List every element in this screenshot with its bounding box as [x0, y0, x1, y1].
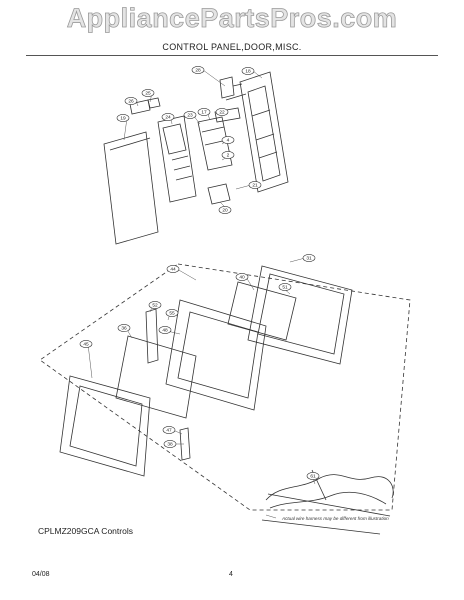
door-frame-part — [225, 71, 289, 193]
callout-22: 22 — [215, 108, 229, 116]
callout-label: 28 — [195, 68, 201, 74]
control-cover-part — [103, 131, 159, 245]
outer-door-part — [59, 375, 151, 477]
callout-47: 47 — [162, 426, 176, 434]
watermark-logo: AppliancePartsPros.com — [66, 3, 398, 34]
callout-label: 44 — [170, 267, 176, 273]
callout-24: 24 — [161, 113, 175, 121]
callout-label: 52 — [152, 303, 158, 309]
latch-part — [207, 183, 231, 205]
callout-38: 38 — [163, 440, 177, 448]
callout-4: 4 — [221, 136, 235, 144]
callout-52: 52 — [148, 301, 162, 309]
callout-label: 55 — [169, 311, 175, 317]
callout-48: 48 — [158, 326, 172, 334]
harness-note: Actual wire harness may be different fro… — [281, 516, 389, 521]
model-caption: CPLMZ209GCA Controls — [38, 526, 133, 536]
assembly-envelope — [39, 263, 411, 511]
door-screen-part — [227, 281, 297, 341]
callout-label: 22 — [219, 110, 225, 116]
header-rule — [26, 55, 438, 56]
callout-23: 23 — [183, 111, 197, 119]
callout-51: 51 — [278, 283, 292, 291]
callout-label: 18 — [245, 69, 251, 75]
callout-21: 21 — [248, 181, 262, 189]
callout-label: 40 — [239, 275, 245, 281]
callout-20: 20 — [218, 206, 232, 214]
keypad-panel-part — [157, 115, 197, 203]
callout-label: 25 — [145, 91, 151, 97]
hinge-part — [179, 427, 191, 461]
control-board-part — [197, 107, 241, 171]
trim-part — [129, 99, 151, 115]
callout-label: 38 — [167, 442, 173, 448]
door-panel-part — [165, 299, 267, 411]
callout-label: 48 — [162, 328, 168, 334]
harness-cable — [261, 519, 381, 535]
door-choke-part — [247, 265, 353, 365]
callout-2: 2 — [221, 151, 235, 159]
callout-55: 55 — [165, 309, 179, 317]
callout-label: 31 — [306, 256, 312, 262]
callout-26: 26 — [124, 97, 138, 105]
callout-label: 24 — [165, 115, 171, 121]
callout-label: 23 — [187, 113, 193, 119]
callout-45: 45 — [79, 340, 93, 348]
callout-61: 61 — [306, 472, 320, 480]
callout-label: 61 — [310, 474, 316, 480]
callout-36: 36 — [117, 324, 131, 332]
footer-date: 04/08 — [32, 571, 50, 578]
bracket-part — [219, 76, 235, 99]
callout-18: 18 — [241, 67, 255, 75]
callout-label: 45 — [83, 342, 89, 348]
callout-31: 31 — [302, 254, 316, 262]
door-glass-part — [115, 335, 197, 419]
wire-harness-part — [265, 469, 394, 517]
callout-label: 4 — [227, 138, 230, 144]
callout-label: 36 — [121, 326, 127, 332]
callout-label: 47 — [166, 428, 172, 434]
page-subtitle: CONTROL PANEL,DOOR,MISC. — [162, 42, 302, 52]
callout-label: 51 — [282, 285, 288, 291]
callout-label: 17 — [201, 110, 207, 116]
callout-label: 2 — [227, 153, 230, 159]
callout-label: 21 — [252, 183, 258, 189]
page-number: 4 — [229, 571, 233, 578]
callout-19: 19 — [116, 114, 130, 122]
callout-44: 44 — [166, 265, 180, 273]
callout-label: 19 — [120, 116, 126, 122]
door-handle-part — [145, 308, 159, 364]
callout-40: 40 — [235, 273, 249, 281]
callout-25: 25 — [141, 89, 155, 97]
callout-28: 28 — [191, 66, 205, 74]
callout-label: 20 — [222, 208, 228, 214]
callout-17: 17 — [197, 108, 211, 116]
callout-label: 26 — [128, 99, 134, 105]
